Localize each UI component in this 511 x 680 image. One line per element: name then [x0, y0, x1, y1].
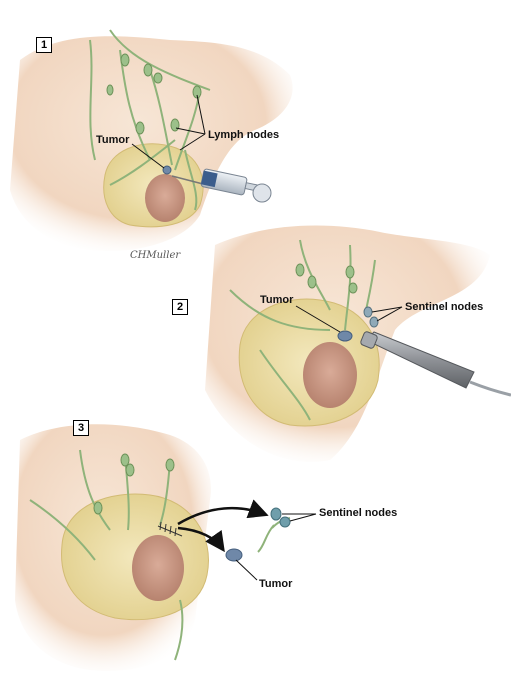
gamma-probe — [360, 331, 511, 397]
lymph-vessels-1 — [89, 29, 211, 211]
sentinel-nodes-label-2: Sentinel nodes — [405, 301, 484, 313]
panel-1 — [10, 29, 293, 251]
tumor-leader-3 — [235, 559, 258, 581]
sentinel-nodes-2 — [363, 306, 379, 328]
tumor-leader-1 — [131, 143, 165, 169]
sentinel-leader-2a — [371, 306, 403, 313]
lymph-leader-a — [196, 94, 206, 135]
sentinel-leader-2b — [376, 306, 403, 322]
step-3-label: 3 — [73, 420, 89, 436]
arrow-to-tumor — [177, 526, 225, 553]
artist-signature: CHMuller — [130, 250, 181, 261]
tumor-label-3: Tumor — [259, 578, 293, 590]
tumor-1 — [162, 165, 172, 175]
lymph-node-cluster-2 — [295, 263, 358, 294]
arrow-to-nodes — [177, 499, 269, 526]
incision-sutures — [157, 521, 183, 537]
sentinel-leader-3b — [289, 513, 317, 522]
tumor-2 — [337, 330, 353, 342]
step-1-label: 1 — [36, 37, 52, 53]
tumor-leader-2 — [295, 305, 341, 333]
panel-3 — [15, 424, 317, 671]
excised-tumor — [225, 548, 243, 562]
lymph-leader-c — [179, 133, 206, 151]
excised-sentinel-nodes — [257, 507, 291, 553]
areola-3 — [132, 535, 184, 601]
syringe — [171, 168, 272, 203]
lymph-leader-b — [175, 127, 206, 135]
tumor-label-1: Tumor — [96, 134, 130, 146]
lymph-nodes-label: Lymph nodes — [208, 129, 280, 141]
areola-2 — [303, 342, 357, 408]
tumor-label-2: Tumor — [260, 294, 294, 306]
panel-2 — [205, 225, 511, 462]
step-2-label: 2 — [172, 299, 188, 315]
areola-1 — [145, 174, 185, 222]
lymph-vessels-3 — [29, 449, 184, 661]
lymph-node-cluster-3 — [93, 453, 175, 515]
sentinel-nodes-label-3: Sentinel nodes — [319, 507, 398, 519]
